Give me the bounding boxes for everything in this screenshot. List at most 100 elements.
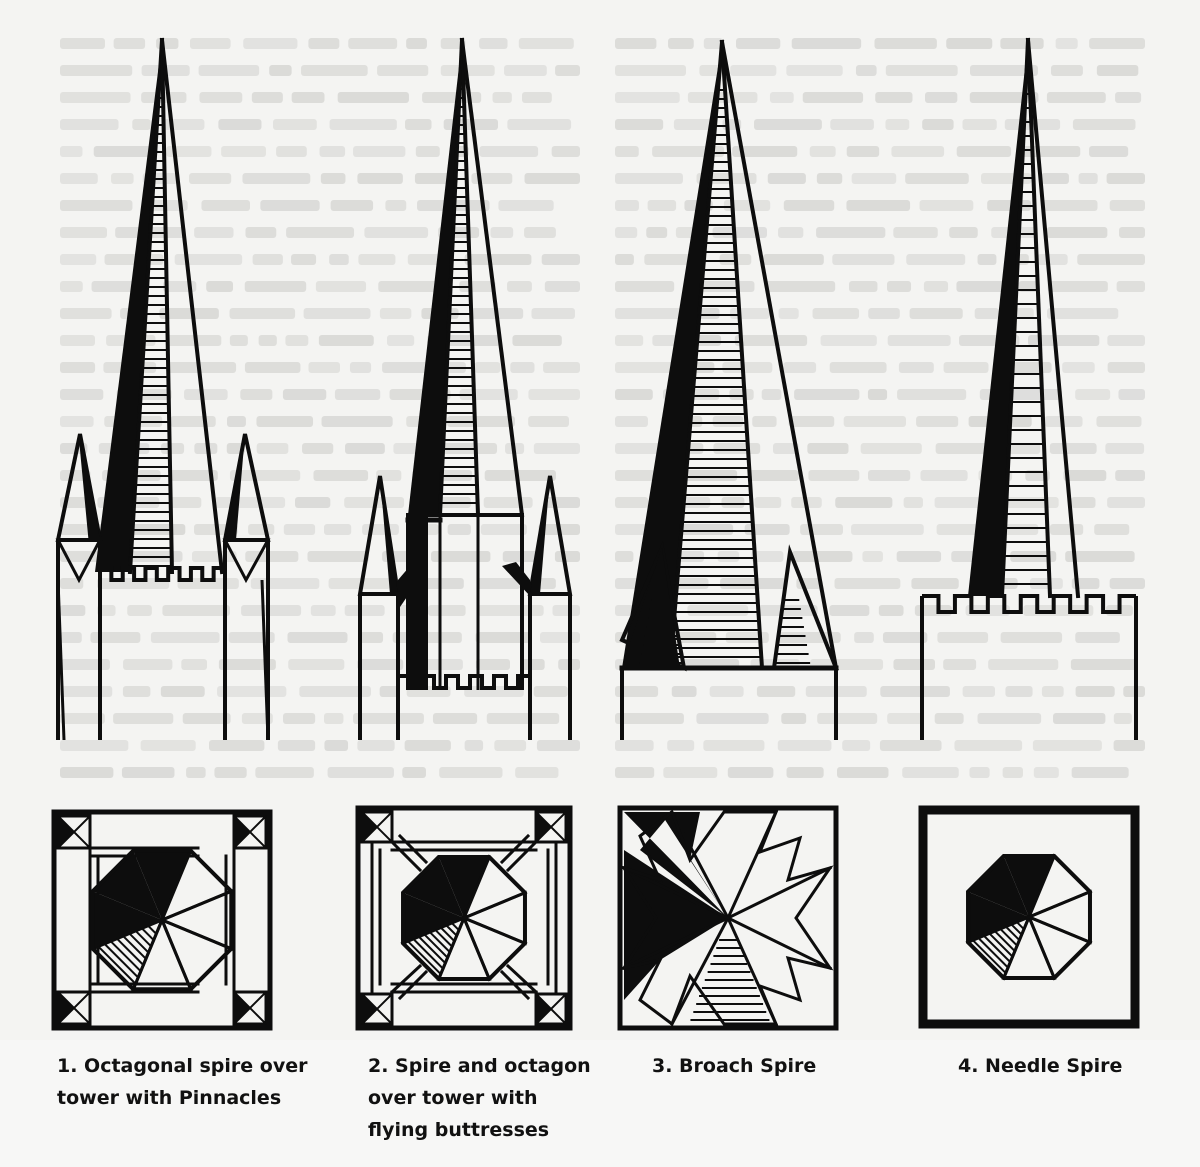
- ghost-word: [308, 38, 340, 49]
- ghost-word: [1071, 767, 1129, 778]
- plan-hatch-line: [1009, 922, 1024, 937]
- ghost-word: [816, 227, 886, 238]
- ghost-word: [528, 416, 569, 427]
- plan-hatch-line: [146, 924, 158, 936]
- ghost-word: [170, 416, 216, 427]
- ghost-word: [615, 38, 657, 49]
- plan-hatch-line: [982, 934, 1012, 964]
- ghost-word: [357, 173, 403, 184]
- ghost-word: [475, 632, 531, 643]
- pinnacle-shade: [80, 434, 100, 540]
- ghost-word: [668, 38, 694, 49]
- ghost-word: [539, 632, 580, 643]
- ghost-word: [832, 254, 895, 265]
- ghost-word: [734, 335, 808, 346]
- ghost-word: [554, 551, 580, 562]
- pinnacle-shaft: [260, 579, 270, 741]
- ghost-word: [1113, 740, 1145, 751]
- ghost-word: [536, 740, 580, 751]
- ghost-word: [849, 281, 878, 292]
- ghost-word: [1065, 551, 1135, 562]
- ghost-word: [943, 659, 977, 670]
- plan-facet: [1026, 914, 1093, 981]
- ghost-word: [1055, 38, 1078, 49]
- ghost-word: [879, 740, 942, 751]
- ghost-word: [703, 740, 765, 751]
- ghost-word: [324, 524, 352, 535]
- plan-hatch-line: [406, 939, 443, 976]
- ghost-word: [378, 281, 450, 292]
- ghost-word: [226, 416, 246, 427]
- ghost-word: [725, 632, 769, 643]
- ghost-word: [194, 227, 234, 238]
- ghost-word: [123, 659, 173, 670]
- ghost-word: [521, 659, 545, 670]
- ghost-word: [229, 335, 248, 346]
- ghost-word: [319, 146, 346, 157]
- ghost-word: [842, 740, 871, 751]
- ghost-word: [422, 92, 482, 103]
- ghost-word: [834, 578, 901, 589]
- ghost-word: [615, 767, 655, 778]
- ghost-word: [851, 173, 897, 184]
- ghost-word: [507, 281, 532, 292]
- ghost-word: [353, 146, 406, 157]
- broach-plan-shade: [660, 812, 728, 918]
- ghost-word: [896, 551, 942, 562]
- ghost-word: [60, 389, 104, 400]
- ghost-word: [732, 146, 798, 157]
- ghost-word: [855, 65, 877, 76]
- ghost-word: [287, 632, 348, 643]
- ghost-word: [812, 308, 860, 319]
- ghost-word: [874, 38, 937, 49]
- ghost-word: [1002, 767, 1023, 778]
- spire-edge: [667, 39, 725, 671]
- ghost-word: [191, 551, 237, 562]
- spire-edge: [1025, 37, 1081, 599]
- caption-needle-spire: 4. Needle Spire: [958, 1050, 1122, 1082]
- ghost-word: [911, 578, 959, 589]
- spire-diagram: [51, 37, 1145, 1031]
- ghost-word: [551, 146, 580, 157]
- ghost-word: [791, 38, 862, 49]
- ghost-word: [494, 740, 527, 751]
- ghost-word: [60, 200, 133, 211]
- ghost-word: [432, 713, 478, 724]
- ghost-word: [763, 254, 824, 265]
- ghost-word: [807, 443, 849, 454]
- ghost-word: [60, 38, 105, 49]
- ghost-word: [615, 443, 667, 454]
- ghost-word: [60, 578, 84, 589]
- ghost-word: [533, 686, 568, 697]
- ghost-word: [1050, 524, 1084, 535]
- ghost-word: [1107, 497, 1145, 508]
- ghost-word: [615, 335, 644, 346]
- ghost-word: [802, 92, 864, 103]
- ghost-word: [846, 200, 911, 211]
- ghost-word: [778, 227, 804, 238]
- ghost-word: [1032, 740, 1102, 751]
- ghost-word: [260, 200, 320, 211]
- plan-flying-buttress: [389, 839, 423, 873]
- plan-hatch-line: [439, 926, 456, 943]
- ghost-word: [244, 281, 307, 292]
- ghost-word: [439, 767, 503, 778]
- ghost-word: [241, 713, 273, 724]
- ghost-word: [307, 551, 369, 562]
- ghost-word: [337, 92, 409, 103]
- ghost-word: [318, 335, 374, 346]
- plan-hatch-line: [103, 942, 140, 979]
- ghost-word: [730, 65, 777, 76]
- ghost-word: [670, 632, 717, 643]
- ghost-word: [283, 713, 316, 724]
- ghost-word: [885, 65, 958, 76]
- ghost-word: [113, 713, 174, 724]
- plan-octagon: [966, 854, 1092, 980]
- ghost-word: [353, 713, 424, 724]
- ghost-word: [868, 470, 911, 481]
- ghost-word: [868, 308, 900, 319]
- plan-shaded-facet: [92, 891, 162, 949]
- ghost-word: [301, 65, 368, 76]
- plan-pinnacle-shade: [58, 992, 74, 1024]
- ghost-word: [1046, 227, 1108, 238]
